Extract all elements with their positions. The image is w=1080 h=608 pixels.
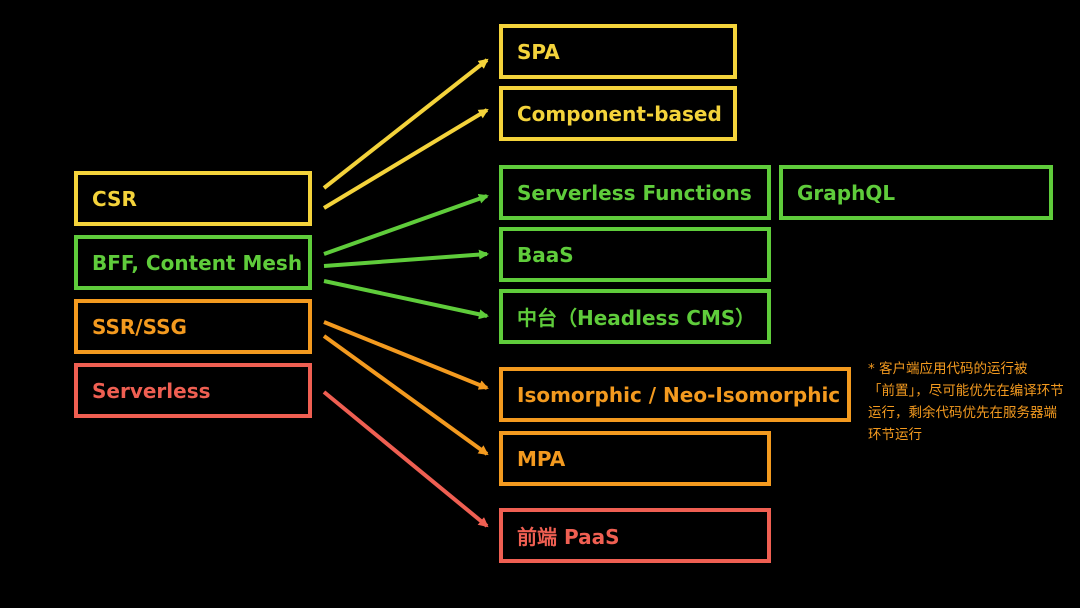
node-mpa-label: MPA [517, 446, 566, 471]
node-serverless-functions: Serverless Functions [499, 165, 771, 220]
arrow-ssr-iso [323, 320, 489, 390]
node-component-based: Component-based [499, 86, 737, 141]
node-baas-label: BaaS [517, 242, 574, 267]
arrow-bff-functions [323, 193, 489, 256]
node-graphql: GraphQL [779, 165, 1053, 220]
node-frontend-paas: 前端 PaaS [499, 508, 771, 563]
node-spa: SPA [499, 24, 737, 79]
node-functions-label: Serverless Functions [517, 180, 752, 205]
node-zhongtai-label: 中台（Headless CMS） [517, 306, 756, 330]
node-bff-content-mesh: BFF, Content Mesh [74, 235, 312, 290]
arrow-ssr-mpa [322, 334, 489, 456]
node-paas-label: 前端 PaaS [517, 525, 620, 549]
node-serverless: Serverless [74, 363, 312, 418]
node-iso-label: Isomorphic / Neo-Isomorphic [517, 382, 841, 407]
node-ssr-ssg: SSR/SSG [74, 299, 312, 354]
arrow-csr-spa [322, 58, 489, 190]
node-component-label: Component-based [517, 101, 722, 126]
node-csr: CSR [74, 171, 312, 226]
node-csr-label: CSR [92, 186, 137, 211]
node-ssr-label: SSR/SSG [92, 314, 187, 339]
node-zhongtai-headless-cms: 中台（Headless CMS） [499, 289, 771, 344]
arrow-csr-component [322, 108, 489, 210]
node-mpa: MPA [499, 431, 771, 486]
node-bff-label: BFF, Content Mesh [92, 250, 303, 275]
node-serverless-label: Serverless [92, 378, 211, 403]
footnote-line1: * 客户端应用代码的运行被 [868, 361, 1028, 377]
node-isomorphic: Isomorphic / Neo-Isomorphic [499, 367, 851, 422]
arrow-bff-baas [323, 249, 489, 268]
arrow-bff-zhongtai [323, 279, 489, 320]
node-spa-label: SPA [517, 39, 560, 64]
node-baas: BaaS [499, 227, 771, 282]
node-graphql-label: GraphQL [797, 180, 896, 205]
footnote-rest: 「前置」，尽可能优先在编译环节运行，剩余代码优先在服务器端环节运行 [868, 383, 1064, 443]
footnote: * 客户端应用代码的运行被 「前置」，尽可能优先在编译环节运行，剩余代码优先在服… [868, 358, 1068, 446]
arrow-serverless-paas [322, 390, 489, 528]
